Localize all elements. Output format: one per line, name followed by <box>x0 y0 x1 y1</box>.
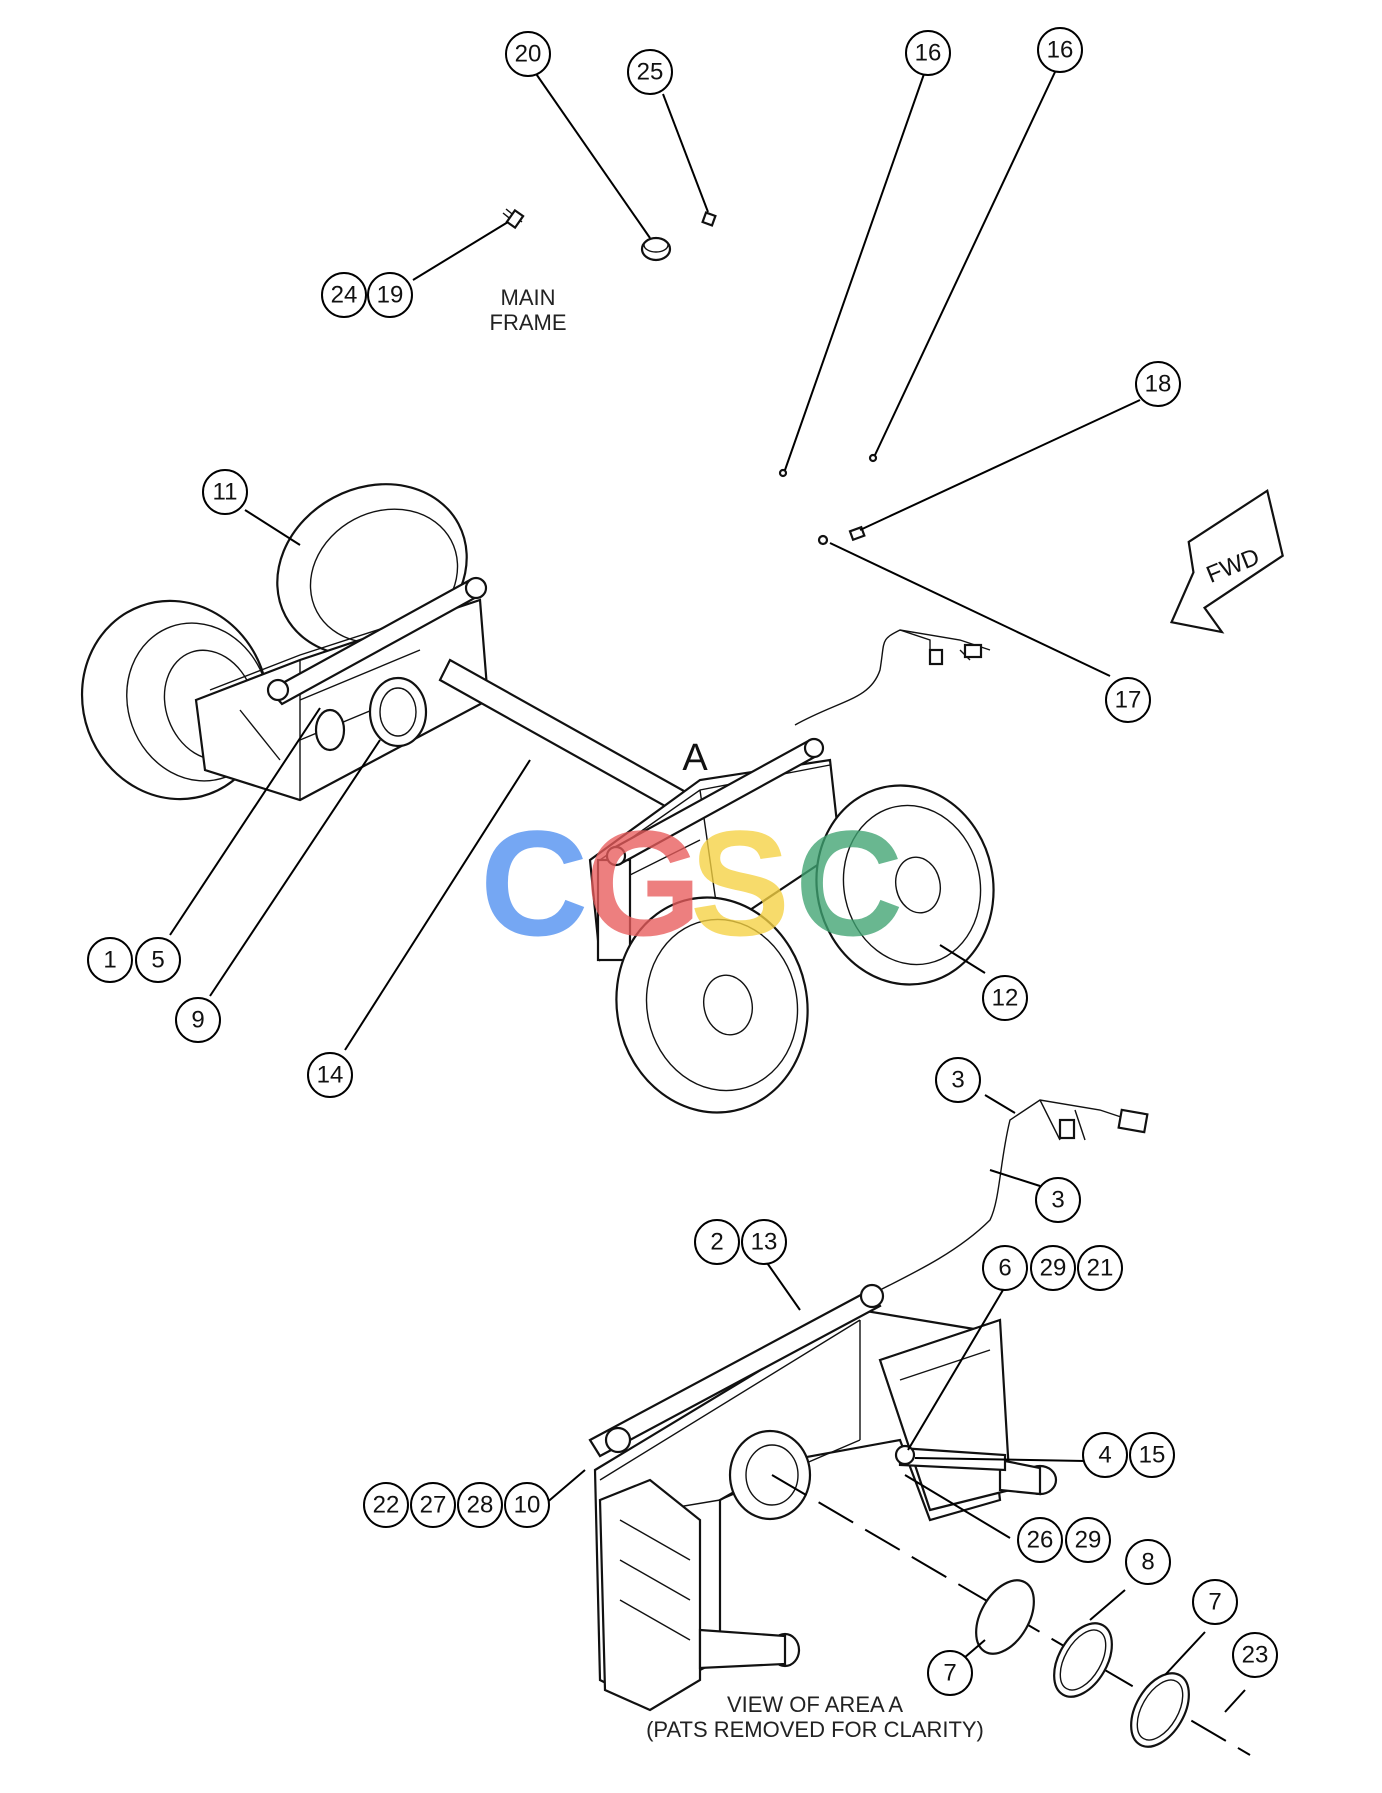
callout-3[interactable]: 3 <box>935 1057 981 1103</box>
svg-text:S: S <box>690 799 790 967</box>
callout-label: 27 <box>420 1492 447 1519</box>
callout-14[interactable]: 14 <box>307 1052 353 1098</box>
captions: MAIN FRAME A VIEW OF AREA A (PATS REMOVE… <box>490 285 984 1742</box>
callout-label: 2 <box>710 1229 723 1256</box>
callout-label: 5 <box>151 947 164 974</box>
callouts: 20 25 16 16 24 19 18 11 17 1 5 9 12 14 3… <box>87 27 1278 1696</box>
view-area-a-caption: VIEW OF AREA A <box>727 1692 903 1717</box>
callout-29[interactable]: 29 <box>1030 1245 1076 1291</box>
fwd-arrow: FWD <box>1169 488 1284 634</box>
callout-3[interactable]: 3 <box>1035 1177 1081 1223</box>
callout-label: 6 <box>998 1255 1011 1282</box>
callout-label: 1 <box>103 947 116 974</box>
callout-label: 20 <box>515 41 542 68</box>
small-parts <box>502 208 878 546</box>
callout-1[interactable]: 1 <box>87 937 133 983</box>
callout-18[interactable]: 18 <box>1135 361 1181 407</box>
callout-label: 7 <box>943 1660 956 1687</box>
callout-6[interactable]: 6 <box>982 1245 1028 1291</box>
callout-label: 11 <box>213 479 238 506</box>
callout-label: 12 <box>992 985 1019 1012</box>
callout-label: 7 <box>1208 1589 1221 1616</box>
callout-26[interactable]: 26 <box>1017 1517 1063 1563</box>
callout-label: 4 <box>1098 1442 1111 1469</box>
callout-7[interactable]: 7 <box>927 1650 973 1696</box>
svg-text:C: C <box>795 799 903 967</box>
callout-16[interactable]: 16 <box>905 30 951 76</box>
callout-label: 21 <box>1087 1255 1114 1282</box>
callout-label: 17 <box>1115 687 1142 714</box>
callout-13[interactable]: 13 <box>741 1219 787 1265</box>
area-a-label: A <box>682 737 708 779</box>
svg-text:C: C <box>480 799 588 967</box>
watermark-logo: C G S C <box>480 799 903 967</box>
callout-label: 8 <box>1141 1549 1154 1576</box>
callout-25[interactable]: 25 <box>627 49 673 95</box>
main-frame-caption-line2: FRAME <box>490 310 567 335</box>
callout-10[interactable]: 10 <box>504 1482 550 1528</box>
callout-11[interactable]: 11 <box>202 469 248 515</box>
svg-text:G: G <box>585 799 702 967</box>
callout-label: 29 <box>1040 1255 1067 1282</box>
callout-27[interactable]: 27 <box>410 1482 456 1528</box>
callout-label: 16 <box>1047 37 1074 64</box>
callout-17[interactable]: 17 <box>1105 677 1151 723</box>
callout-4[interactable]: 4 <box>1082 1432 1128 1478</box>
callout-19[interactable]: 19 <box>367 272 413 318</box>
leader-lines <box>169 67 1246 1713</box>
parts-removed-caption: (PATS REMOVED FOR CLARITY) <box>646 1717 984 1742</box>
callout-21[interactable]: 21 <box>1077 1245 1123 1291</box>
callout-label: 16 <box>915 40 942 67</box>
callout-23[interactable]: 23 <box>1232 1632 1278 1678</box>
bogie-assembly <box>80 483 995 1114</box>
callout-label: 9 <box>191 1007 204 1034</box>
callout-15[interactable]: 15 <box>1129 1432 1175 1478</box>
callout-label: 28 <box>467 1492 494 1519</box>
callout-20[interactable]: 20 <box>505 31 551 77</box>
callout-label: 10 <box>514 1492 541 1519</box>
callout-label: 3 <box>951 1067 964 1094</box>
callout-label: 26 <box>1027 1527 1054 1554</box>
callout-label: 19 <box>377 282 404 309</box>
callout-label: 22 <box>373 1492 400 1519</box>
callout-7[interactable]: 7 <box>1192 1579 1238 1625</box>
callout-12[interactable]: 12 <box>982 975 1028 1021</box>
callout-label: 18 <box>1145 371 1172 398</box>
callout-label: 15 <box>1139 1442 1166 1469</box>
callout-8[interactable]: 8 <box>1125 1539 1171 1585</box>
callout-label: 29 <box>1075 1527 1102 1554</box>
detail-view-a <box>588 1099 1251 1756</box>
callout-label: 23 <box>1242 1642 1269 1669</box>
callout-5[interactable]: 5 <box>135 937 181 983</box>
callout-9[interactable]: 9 <box>175 997 221 1043</box>
callout-16[interactable]: 16 <box>1037 27 1083 73</box>
callout-label: 25 <box>637 59 664 86</box>
callout-label: 24 <box>331 282 358 309</box>
callout-28[interactable]: 28 <box>457 1482 503 1528</box>
callout-label: 13 <box>751 1229 778 1256</box>
main-frame-caption-line1: MAIN <box>501 285 556 310</box>
callout-29[interactable]: 29 <box>1065 1517 1111 1563</box>
callout-22[interactable]: 22 <box>363 1482 409 1528</box>
callout-label: 3 <box>1051 1187 1064 1214</box>
callout-24[interactable]: 24 <box>321 272 367 318</box>
callout-2[interactable]: 2 <box>694 1219 740 1265</box>
callout-label: 14 <box>317 1062 344 1089</box>
